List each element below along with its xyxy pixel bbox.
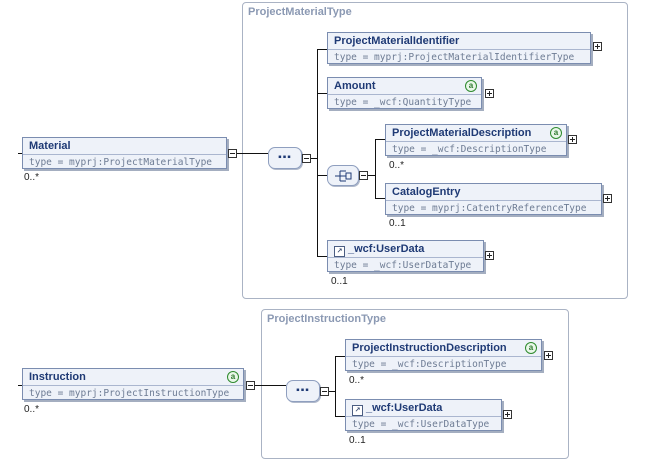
sequence-icon: ▪▪▪	[278, 152, 292, 163]
cardinality: 0..1	[349, 435, 366, 446]
attribute-icon: a	[465, 80, 477, 92]
element-project-instruction-description[interactable]: ProjectInstructionDescription a type = _…	[345, 339, 542, 371]
element-type: type = myprj:CatentryReferenceType	[392, 203, 587, 214]
collapse-toggle-icon[interactable]	[302, 154, 311, 163]
element-project-material-identifier[interactable]: ProjectMaterialIdentifier type = myprj:P…	[327, 32, 591, 64]
connector	[368, 175, 375, 176]
element-name: CatalogEntry	[386, 184, 601, 201]
expand-toggle-icon[interactable]	[503, 410, 512, 419]
element-user-data[interactable]: ↗_wcf:UserData type = _wcf:UserDataType	[345, 399, 502, 431]
expand-toggle-icon[interactable]	[485, 251, 494, 260]
connector	[335, 356, 336, 416]
element-type: type = _wcf:UserDataType	[334, 260, 472, 271]
choice-compositor[interactable]	[327, 165, 359, 186]
expand-toggle-icon[interactable]	[485, 89, 494, 98]
connector	[317, 49, 318, 256]
element-name: ProjectMaterialDescription	[386, 125, 566, 142]
element-name: ProjectInstructionDescription	[346, 340, 541, 357]
connector	[329, 391, 335, 392]
element-type: type = _wcf:UserDataType	[352, 419, 490, 430]
group-title: ProjectInstructionType	[267, 313, 386, 325]
collapse-toggle-icon[interactable]	[246, 381, 255, 390]
element-type: type = _wcf:DescriptionType	[392, 144, 547, 155]
collapse-toggle-icon[interactable]	[359, 171, 368, 180]
cardinality: 0..1	[331, 276, 348, 287]
connector	[18, 153, 22, 154]
expand-toggle-icon[interactable]	[593, 42, 602, 51]
attribute-icon: a	[227, 371, 239, 383]
expand-toggle-icon[interactable]	[568, 135, 577, 144]
connector	[375, 139, 385, 140]
cardinality: 0..1	[389, 218, 406, 229]
element-user-data[interactable]: ↗_wcf:UserData type = _wcf:UserDataType	[327, 240, 484, 272]
element-material[interactable]: Material type = myprj:ProjectMaterialTyp…	[22, 137, 227, 169]
element-name: Material	[23, 138, 226, 155]
element-name-text: _wcf:UserData	[348, 243, 425, 255]
element-name: ↗_wcf:UserData	[346, 400, 501, 417]
choice-icon	[335, 170, 352, 182]
connector	[335, 356, 345, 357]
element-type: type = _wcf:DescriptionType	[352, 359, 507, 370]
element-catalog-entry[interactable]: CatalogEntry type = myprj:CatentryRefere…	[385, 183, 602, 215]
sequence-icon: ▪▪▪	[296, 385, 310, 396]
expand-toggle-icon[interactable]	[603, 194, 612, 203]
connector	[335, 416, 345, 417]
connector	[236, 153, 268, 154]
connector	[375, 198, 385, 199]
element-name-text: _wcf:UserData	[366, 402, 443, 414]
element-amount[interactable]: Amount a type = _wcf:QuantityType	[327, 77, 482, 109]
cardinality: 0..*	[349, 375, 365, 386]
element-name: ProjectMaterialIdentifier	[328, 33, 590, 50]
connector	[311, 158, 317, 159]
connector	[375, 139, 376, 198]
attribute-icon: a	[550, 127, 562, 139]
expand-toggle-icon[interactable]	[544, 351, 553, 360]
element-instruction[interactable]: Instruction a type = myprj:ProjectInstru…	[22, 368, 244, 400]
connector	[317, 93, 327, 94]
attribute-icon: a	[525, 342, 537, 354]
connector	[317, 49, 327, 50]
reference-arrow-icon: ↗	[352, 405, 363, 416]
cardinality: 0..*	[24, 404, 40, 415]
connector	[317, 175, 327, 176]
connector	[255, 385, 286, 386]
sequence-compositor[interactable]: ▪▪▪	[268, 147, 302, 169]
element-type: type = _wcf:QuantityType	[334, 97, 472, 108]
collapse-toggle-icon[interactable]	[228, 149, 237, 158]
reference-arrow-icon: ↗	[334, 246, 345, 257]
collapse-toggle-icon[interactable]	[320, 387, 329, 396]
element-type: type = myprj:ProjectMaterialType	[29, 157, 213, 168]
element-type: type = myprj:ProjectMaterialIdentifierTy…	[334, 52, 575, 63]
connector	[18, 385, 22, 386]
group-title: ProjectMaterialType	[248, 6, 352, 18]
element-name: Amount	[328, 78, 481, 95]
sequence-compositor[interactable]: ▪▪▪	[286, 380, 320, 402]
cardinality: 0..*	[24, 172, 40, 183]
element-name: ↗_wcf:UserData	[328, 241, 483, 258]
cardinality: 0..*	[389, 160, 405, 171]
element-name: Instruction	[23, 369, 243, 386]
connector	[317, 256, 327, 257]
element-type: type = myprj:ProjectInstructionType	[29, 388, 230, 399]
element-project-material-description[interactable]: ProjectMaterialDescription a type = _wcf…	[385, 124, 567, 156]
